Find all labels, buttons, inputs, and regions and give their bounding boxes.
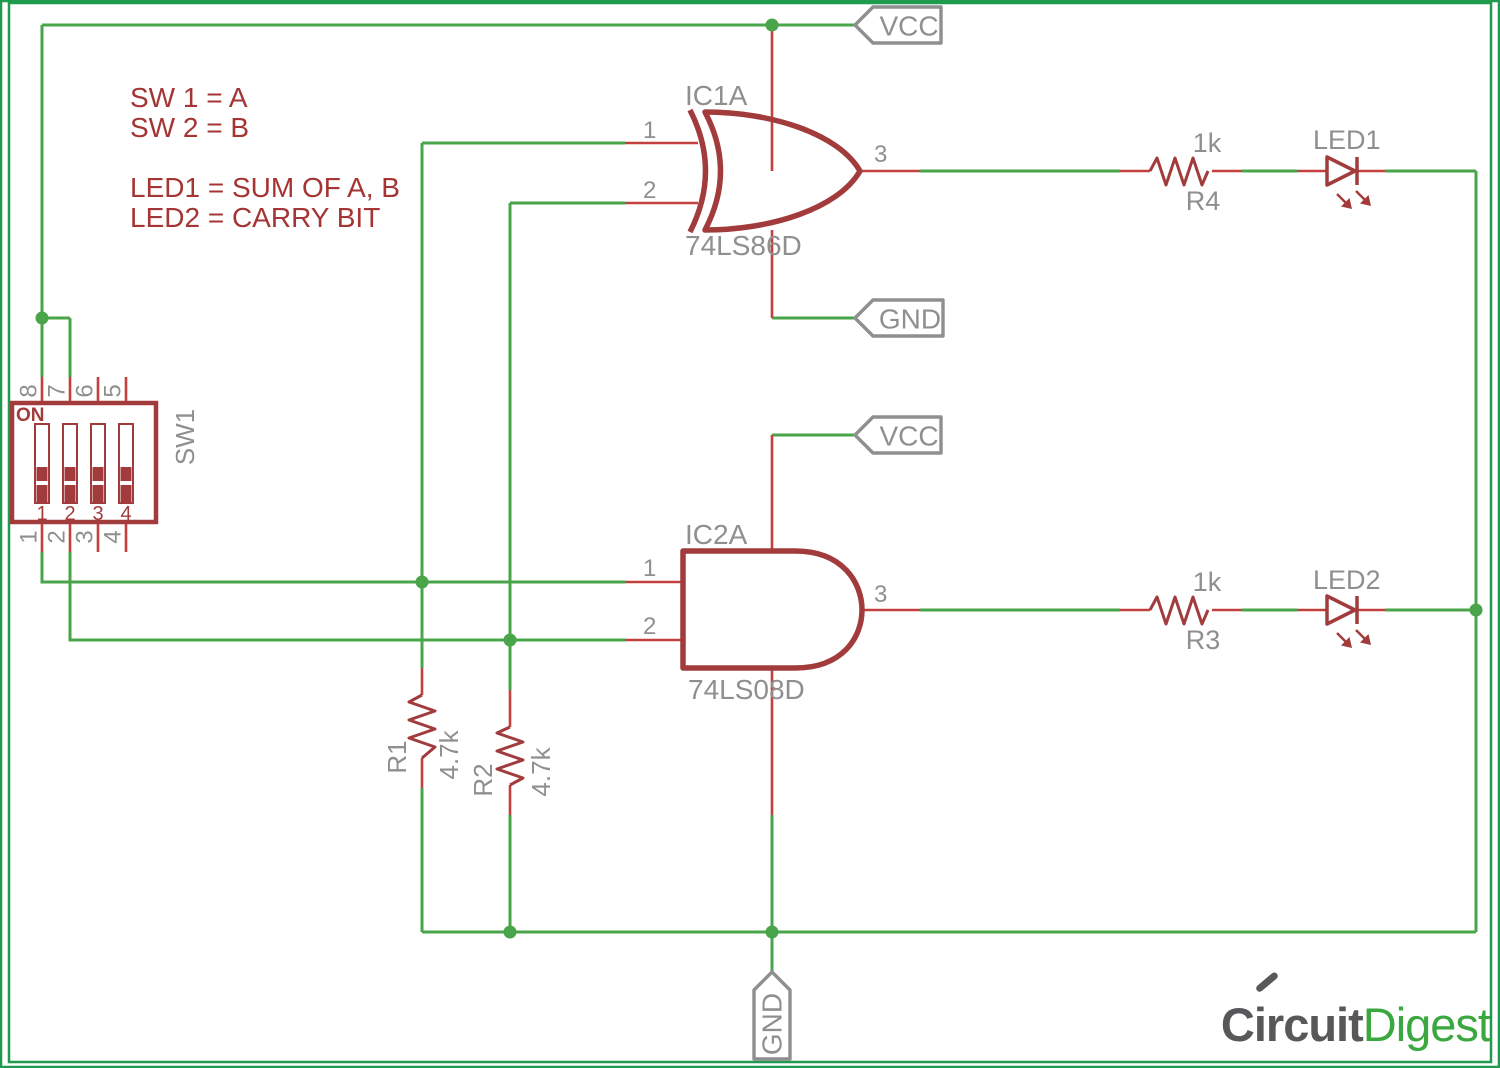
dip-position-1: 1 <box>36 503 47 525</box>
and-pin1-label: 1 <box>643 555 656 582</box>
page-border-inner <box>7 1 1493 1064</box>
and-pin2-label: 2 <box>643 613 656 640</box>
xor-gate-designator: IC1A <box>685 80 748 111</box>
xor-gate: IC1A 74LS86D 1 2 3 <box>643 80 887 261</box>
dip-pin-3-label: 3 <box>72 530 99 543</box>
circuitdigest-logo: CircuitDigest <box>1220 971 1491 1052</box>
resistor-r3-value: 1k <box>1193 567 1222 597</box>
led1-label: LED1 <box>1313 125 1381 155</box>
xor-pin-stubs <box>625 141 920 205</box>
resistor-r1-ref: R1 <box>382 740 412 773</box>
logo-circuit-text: Circuit <box>1220 998 1364 1051</box>
dip-pin-8-label: 8 <box>16 384 43 397</box>
and-gate: IC2A 74LS08D 1 2 3 <box>643 519 887 705</box>
logo-digest-text: Digest <box>1362 998 1491 1051</box>
resistor-r4-value: 1k <box>1193 128 1222 158</box>
xor-gate-body <box>702 109 863 233</box>
resistor-r4-zigzag <box>1148 156 1210 187</box>
note-led2: LED2 = CARRY BIT <box>130 202 380 233</box>
xor-pin2-label: 2 <box>643 177 656 204</box>
led-leads <box>1297 169 1385 612</box>
resistor-r2-value: 4.7k <box>526 746 556 796</box>
resistor-r2: R2 4.7k <box>468 725 556 797</box>
net-vcc-wire <box>40 23 855 437</box>
led2-label: LED2 <box>1313 565 1381 595</box>
vcc-flag-and-label: VCC <box>879 421 938 452</box>
dip-position-2: 2 <box>64 503 75 525</box>
xor-pin3-label: 3 <box>874 141 887 168</box>
dip-pin-2-label: 2 <box>44 530 71 543</box>
vcc-flag-and: VCC <box>853 415 943 455</box>
led1-emission-arrows <box>1336 190 1371 209</box>
dip-position-4: 4 <box>120 503 131 525</box>
dip-switch-ref: SW1 <box>170 409 200 465</box>
led1: LED1 <box>1313 125 1381 209</box>
gnd-flag-xor: GND <box>853 298 945 338</box>
and-gate-part: 74LS08D <box>688 674 805 705</box>
gnd-flag-bottom: GND <box>752 970 792 1061</box>
resistor-r2-ref: R2 <box>468 763 498 796</box>
notes: SW 1 = A SW 2 = B LED1 = SUM OF A, B LED… <box>130 82 400 233</box>
dip-pin-1-label: 1 <box>16 530 43 543</box>
resistor-r1: R1 4.7k <box>382 693 464 780</box>
resistor-leads <box>420 169 1242 815</box>
and-pin-stubs <box>625 580 920 642</box>
resistor-r2-zigzag <box>495 725 525 787</box>
net-b-wire <box>68 201 625 690</box>
xor-pin1-label: 1 <box>643 117 656 144</box>
dip-pin-7-label: 7 <box>44 384 71 397</box>
dip-switch-slider-2 <box>62 423 78 504</box>
dip-pin-6-label: 6 <box>72 384 99 397</box>
resistor-r1-zigzag <box>407 693 437 760</box>
dip-switch-slider-1 <box>34 423 50 504</box>
dip-switch-slider-3 <box>90 423 106 504</box>
gnd-flag-bottom-label: GND <box>757 993 788 1055</box>
dip-switch-sw1: ON 1 2 3 4 8 7 6 5 1 2 3 <box>9 384 200 544</box>
resistor-r4-ref: R4 <box>1186 186 1221 216</box>
led2: LED2 <box>1313 565 1381 648</box>
net-gnd-wire <box>420 171 1478 972</box>
vcc-flag-top-label: VCC <box>879 11 938 42</box>
and-gate-body <box>680 548 865 671</box>
dip-pin-5-label: 5 <box>100 384 127 397</box>
led1-triangle <box>1325 155 1357 187</box>
note-sw1: SW 1 = A <box>130 82 248 113</box>
resistor-r4: 1k R4 <box>1148 128 1222 216</box>
dip-switch-slider-4 <box>118 423 134 504</box>
resistor-r3: 1k R3 <box>1148 567 1222 655</box>
resistor-r3-ref: R3 <box>1186 625 1221 655</box>
gnd-flag-xor-label: GND <box>879 304 941 335</box>
dip-pin-4-label: 4 <box>100 530 127 543</box>
and-pin3-label: 3 <box>874 581 887 608</box>
led2-triangle <box>1325 594 1357 626</box>
resistor-r1-value: 4.7k <box>434 729 464 779</box>
xor-gate-part: 74LS86D <box>685 230 802 261</box>
xor-gate-input-arc <box>687 108 709 234</box>
note-sw2: SW 2 = B <box>130 112 249 143</box>
vcc-flag-top: VCC <box>853 5 943 45</box>
and-gate-designator: IC2A <box>685 519 748 550</box>
led2-emission-arrows <box>1336 629 1371 648</box>
junction-dots <box>35 18 1483 939</box>
resistor-r3-zigzag <box>1148 595 1210 626</box>
dip-switch-on-label: ON <box>16 405 45 426</box>
note-led1: LED1 = SUM OF A, B <box>130 172 400 203</box>
switch-pin-stubs <box>40 377 128 552</box>
dip-position-3: 3 <box>92 503 103 525</box>
